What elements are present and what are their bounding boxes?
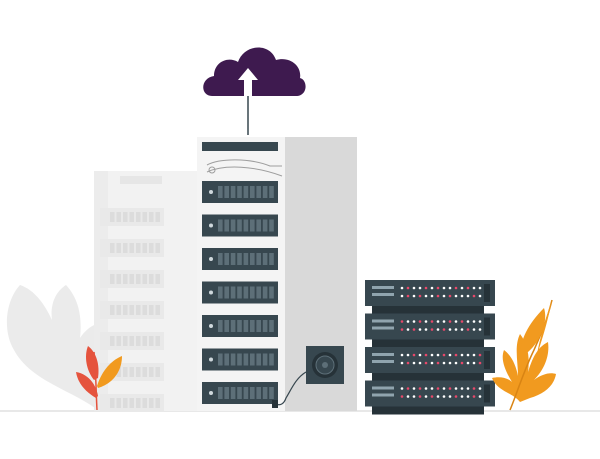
drive-bay (202, 382, 278, 404)
server-unit-icon (365, 380, 495, 415)
drive-bay (202, 181, 278, 203)
faded-drive-bay (100, 394, 164, 412)
drive-bay (202, 214, 278, 237)
faded-drive-bay (100, 301, 164, 319)
server-unit-icon (365, 347, 495, 381)
cooling-fan-icon (272, 346, 344, 408)
tower-top-slot (202, 142, 278, 151)
drive-bay (202, 281, 278, 304)
faded-drive-bay (100, 239, 164, 257)
cloud-upload-icon (203, 47, 306, 135)
faded-drive-bay (100, 208, 164, 226)
faded-server-tower (94, 171, 200, 412)
orange-leaf-icon (492, 299, 556, 411)
drive-bay (202, 248, 278, 270)
upload-arrow-icon (238, 68, 258, 96)
server-unit-icon (365, 313, 495, 348)
server-unit-icon (365, 280, 495, 314)
faded-drive-bay (100, 270, 164, 288)
server-stack (365, 280, 495, 415)
faded-drive-bay (100, 332, 164, 350)
drive-bay (202, 348, 278, 371)
cloud-shape (203, 47, 306, 96)
drive-bay (202, 315, 278, 337)
red-leaf-plant-icon (76, 346, 122, 411)
